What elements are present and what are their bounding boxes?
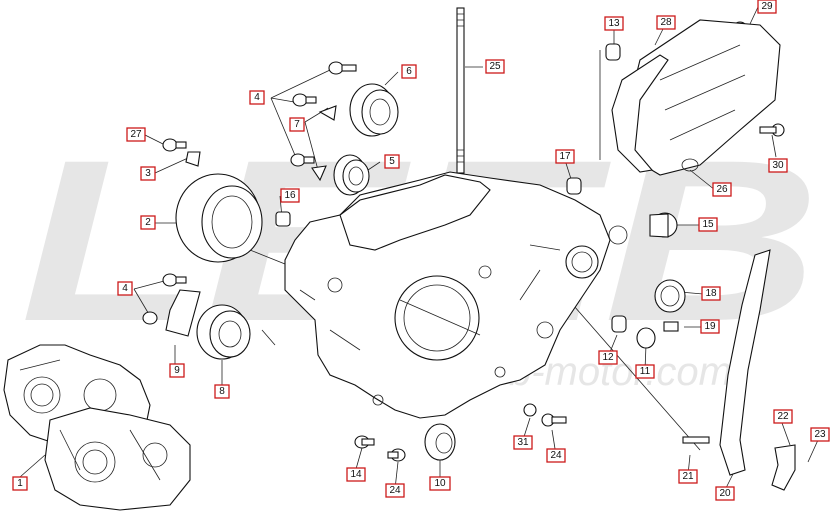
chain-slider [719,249,796,491]
callout-10: 10 [429,476,451,491]
callout-3: 3 [140,166,156,181]
callout-17: 17 [555,149,575,164]
svg-text:4: 4 [254,92,260,103]
svg-text:19: 19 [704,321,716,332]
svg-text:23: 23 [814,429,826,440]
callout-16: 16 [280,188,300,203]
chain-guard [611,19,781,176]
svg-text:27: 27 [130,129,142,140]
callout-19: 19 [700,319,720,334]
svg-text:24: 24 [389,485,401,496]
svg-text:1: 1 [17,478,23,489]
svg-text:15: 15 [702,219,714,230]
svg-text:4: 4 [122,283,128,294]
callout-24-right: 24 [546,448,566,463]
crankcase-main [284,171,628,419]
callout-8: 8 [214,384,230,399]
callout-5: 5 [384,154,400,169]
callout-24-left: 24 [385,483,405,498]
bearings [175,83,456,461]
callout-4-upper: 4 [249,90,265,105]
crankcase-inset [3,344,191,511]
svg-text:21: 21 [682,471,694,482]
svg-text:12: 12 [602,352,614,363]
callout-29: 29 [757,0,777,14]
callout-1: 1 [12,476,28,491]
callout-30: 30 [768,158,788,173]
svg-text:10: 10 [434,478,446,489]
cylinder-stud [456,7,465,174]
svg-text:25: 25 [489,61,501,72]
svg-text:8: 8 [219,386,225,397]
svg-text:11: 11 [640,366,651,377]
svg-text:3: 3 [145,168,151,179]
callout-9: 9 [169,363,185,378]
svg-text:6: 6 [406,66,412,77]
callout-2: 2 [140,215,156,230]
svg-text:29: 29 [761,1,773,12]
svg-text:31: 31 [517,437,529,448]
callout-14: 14 [346,467,366,482]
callout-27: 27 [126,127,146,142]
svg-text:24: 24 [550,450,562,461]
callout-21: 21 [678,469,698,484]
svg-text:14: 14 [350,469,362,480]
svg-text:7: 7 [294,119,300,130]
callout-7: 7 [289,117,305,132]
svg-text:20: 20 [719,488,731,499]
svg-text:26: 26 [716,184,728,195]
callout-25: 25 [485,59,505,74]
callout-11: 11 [635,364,655,379]
callout-12: 12 [598,350,618,365]
callout-28: 28 [656,15,676,30]
callout-6: 6 [401,64,417,79]
svg-text:13: 13 [608,18,620,29]
callout-31: 31 [513,435,533,450]
svg-text:18: 18 [705,288,717,299]
svg-text:30: 30 [772,160,784,171]
svg-text:5: 5 [389,156,395,167]
svg-text:2: 2 [145,217,151,228]
callout-26: 26 [712,182,732,197]
callout-23: 23 [810,427,830,442]
callout-13: 13 [604,16,624,31]
svg-text:17: 17 [559,151,571,162]
callout-labels: 1 2 3 4 4 5 6 7 8 9 10 11 12 13 14 15 16… [12,0,830,501]
callout-18: 18 [701,286,721,301]
callout-22: 22 [773,409,793,424]
callout-20: 20 [715,486,735,501]
svg-text:16: 16 [284,190,296,201]
svg-text:9: 9 [174,365,180,376]
callout-4-lower: 4 [117,281,133,296]
svg-text:28: 28 [660,17,672,28]
callout-15: 15 [698,217,718,232]
svg-text:22: 22 [777,411,789,422]
